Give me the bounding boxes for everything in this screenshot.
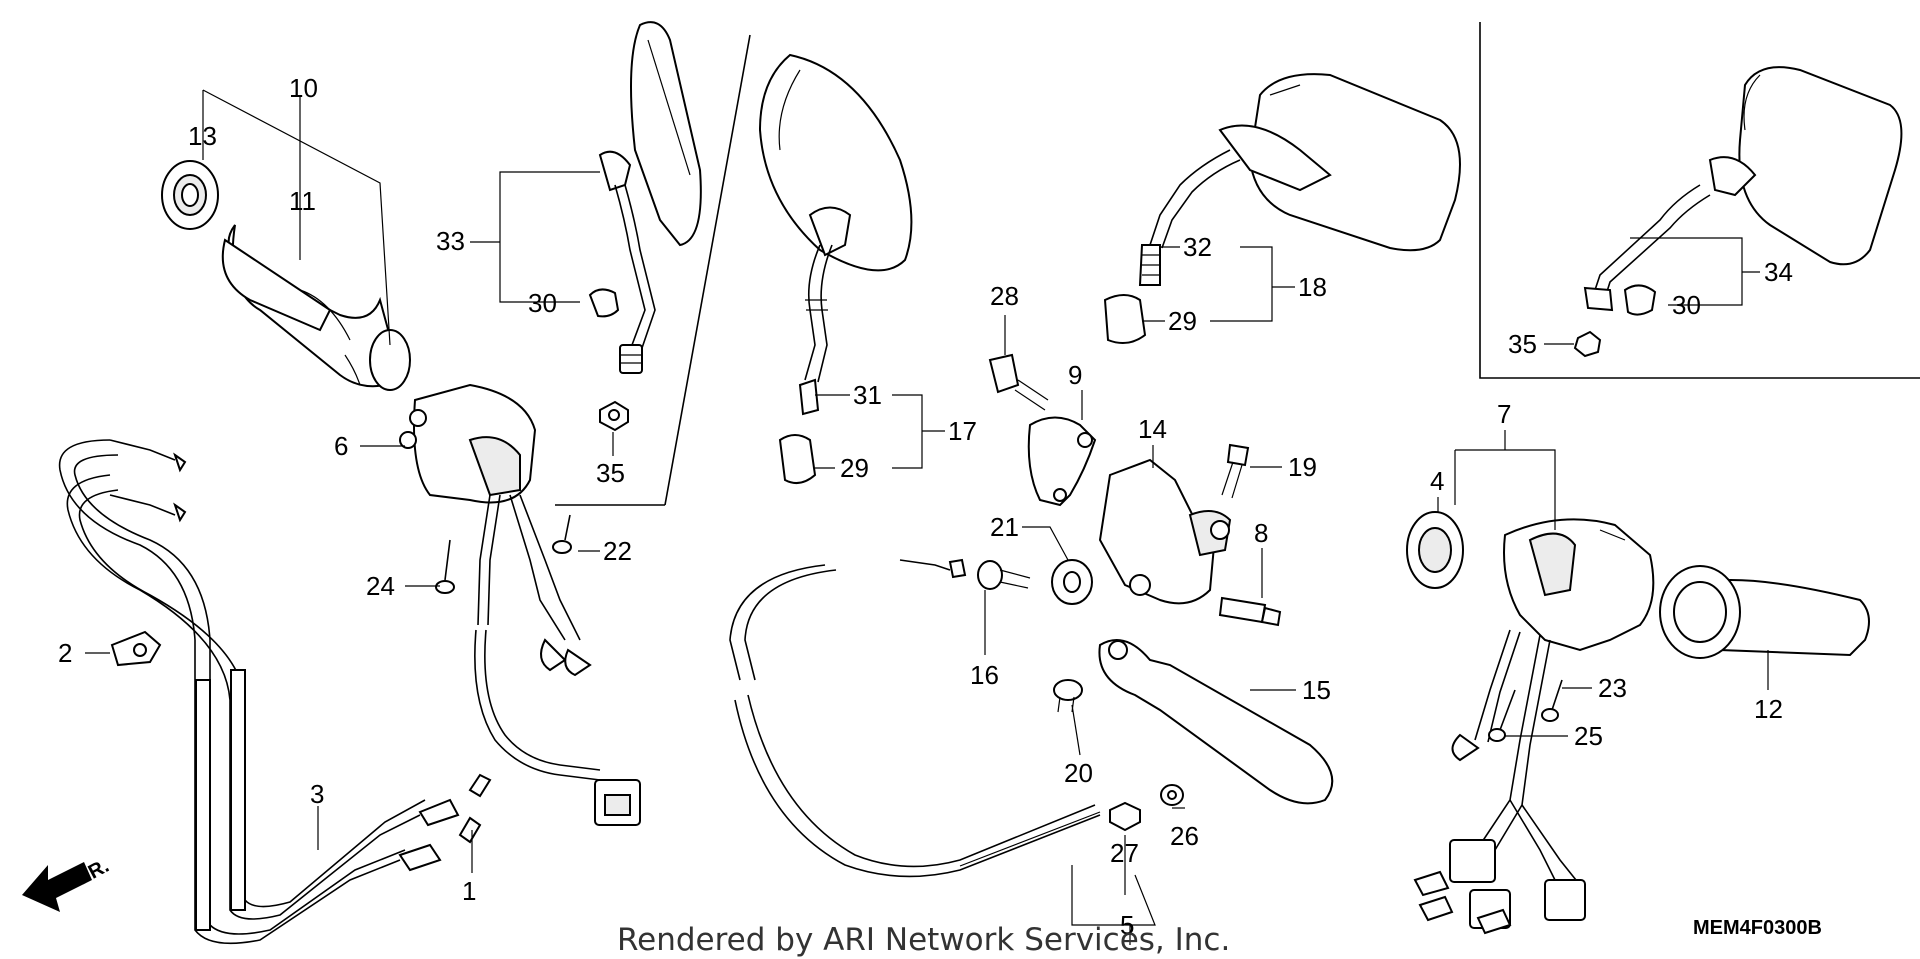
callout-5: 5 xyxy=(1120,910,1134,940)
callout-30: 30 xyxy=(528,288,557,318)
callout-13: 13 xyxy=(188,121,217,151)
part-2-clip xyxy=(110,630,162,667)
callout-24: 24 xyxy=(366,571,395,601)
callout-21: 21 xyxy=(990,512,1019,542)
part-14-lever-bracket xyxy=(1098,458,1232,605)
callout-27: 27 xyxy=(1110,838,1139,868)
callout-35: 35 xyxy=(596,458,625,488)
part-23-screw xyxy=(1541,679,1563,722)
diagram-code: MEM4F0300B xyxy=(1693,917,1822,939)
part-7-switch-housing-right xyxy=(1413,518,1655,935)
part-4-ring xyxy=(1406,511,1464,589)
callout-8: 8 xyxy=(1254,518,1268,548)
callout-12: 12 xyxy=(1754,694,1783,724)
part-5-clutch-cable xyxy=(729,558,1101,878)
callout-29-right: 29 xyxy=(1168,306,1197,336)
part-24-screw xyxy=(435,539,455,594)
callout-9: 9 xyxy=(1068,360,1082,390)
part-27-nut xyxy=(1109,801,1141,832)
part-13-ring xyxy=(161,160,219,230)
part-32-mirror xyxy=(1138,73,1461,286)
callout-29-center: 29 xyxy=(840,453,869,483)
watermark-text: Rendered by ARI Network Services, Inc. xyxy=(617,922,1230,958)
callout-34: 34 xyxy=(1764,257,1793,287)
part-8-switch xyxy=(1218,596,1282,627)
callout-23: 23 xyxy=(1598,673,1627,703)
callout-20: 20 xyxy=(1064,758,1093,788)
inset-frame xyxy=(1479,22,1920,379)
callout-30-inset: 30 xyxy=(1672,290,1701,320)
part-30-nut-inset xyxy=(1623,284,1657,316)
part-21-nut xyxy=(1051,559,1093,605)
part-16-adjuster xyxy=(977,560,1031,590)
callout-14: 14 xyxy=(1138,414,1167,444)
part-3-throttle-cables xyxy=(58,439,492,945)
callout-22: 22 xyxy=(603,536,632,566)
callout-31: 31 xyxy=(853,380,882,410)
part-22-screw xyxy=(552,514,572,554)
part-30-nut xyxy=(588,288,620,318)
callout-32: 32 xyxy=(1183,232,1212,262)
leader-lines xyxy=(85,89,1769,945)
callout-4: 4 xyxy=(1430,466,1444,496)
callout-33: 33 xyxy=(436,226,465,256)
part-31-mirror xyxy=(758,53,913,416)
callout-26: 26 xyxy=(1170,821,1199,851)
part-26-washer xyxy=(1160,784,1184,806)
part-29-cap-center xyxy=(778,434,817,485)
front-direction-arrow: FR. xyxy=(22,855,113,912)
part-11-throttle-grip xyxy=(221,224,411,391)
callout-28: 28 xyxy=(990,281,1019,311)
part-35-nut-inset xyxy=(1573,330,1602,358)
callout-7: 7 xyxy=(1497,399,1511,429)
callout-6: 6 xyxy=(334,431,348,461)
callout-2: 2 xyxy=(58,638,72,668)
callout-1: 1 xyxy=(462,876,476,906)
callout-18: 18 xyxy=(1298,272,1327,302)
divider-line xyxy=(664,34,751,506)
part-28-bolt xyxy=(988,353,1049,411)
callout-16: 16 xyxy=(970,660,999,690)
part-15-clutch-lever xyxy=(1098,639,1334,805)
part-29-cap-right xyxy=(1103,294,1147,345)
part-33-mirror xyxy=(598,21,702,374)
callout-25: 25 xyxy=(1574,721,1603,751)
part-25-screw xyxy=(1488,689,1516,742)
part-19-screw xyxy=(1221,443,1250,499)
callout-35-inset: 35 xyxy=(1508,329,1537,359)
callout-3: 3 xyxy=(310,779,324,809)
callout-10: 10 xyxy=(289,73,318,103)
callout-17: 17 xyxy=(948,416,977,446)
part-12-grip xyxy=(1659,565,1870,659)
part-9-holder xyxy=(1027,416,1097,507)
part-6-switch-housing xyxy=(399,383,641,826)
callout-11: 11 xyxy=(289,186,316,216)
callout-19: 19 xyxy=(1288,452,1317,482)
part-20-bolt xyxy=(1053,679,1083,713)
part-35-nut xyxy=(599,400,629,432)
callout-numbers: 10 13 11 33 30 35 6 2 3 1 24 22 31 17 29… xyxy=(58,73,1793,940)
callout-15: 15 xyxy=(1302,675,1331,705)
part-34-mirror-inset xyxy=(1583,66,1903,312)
